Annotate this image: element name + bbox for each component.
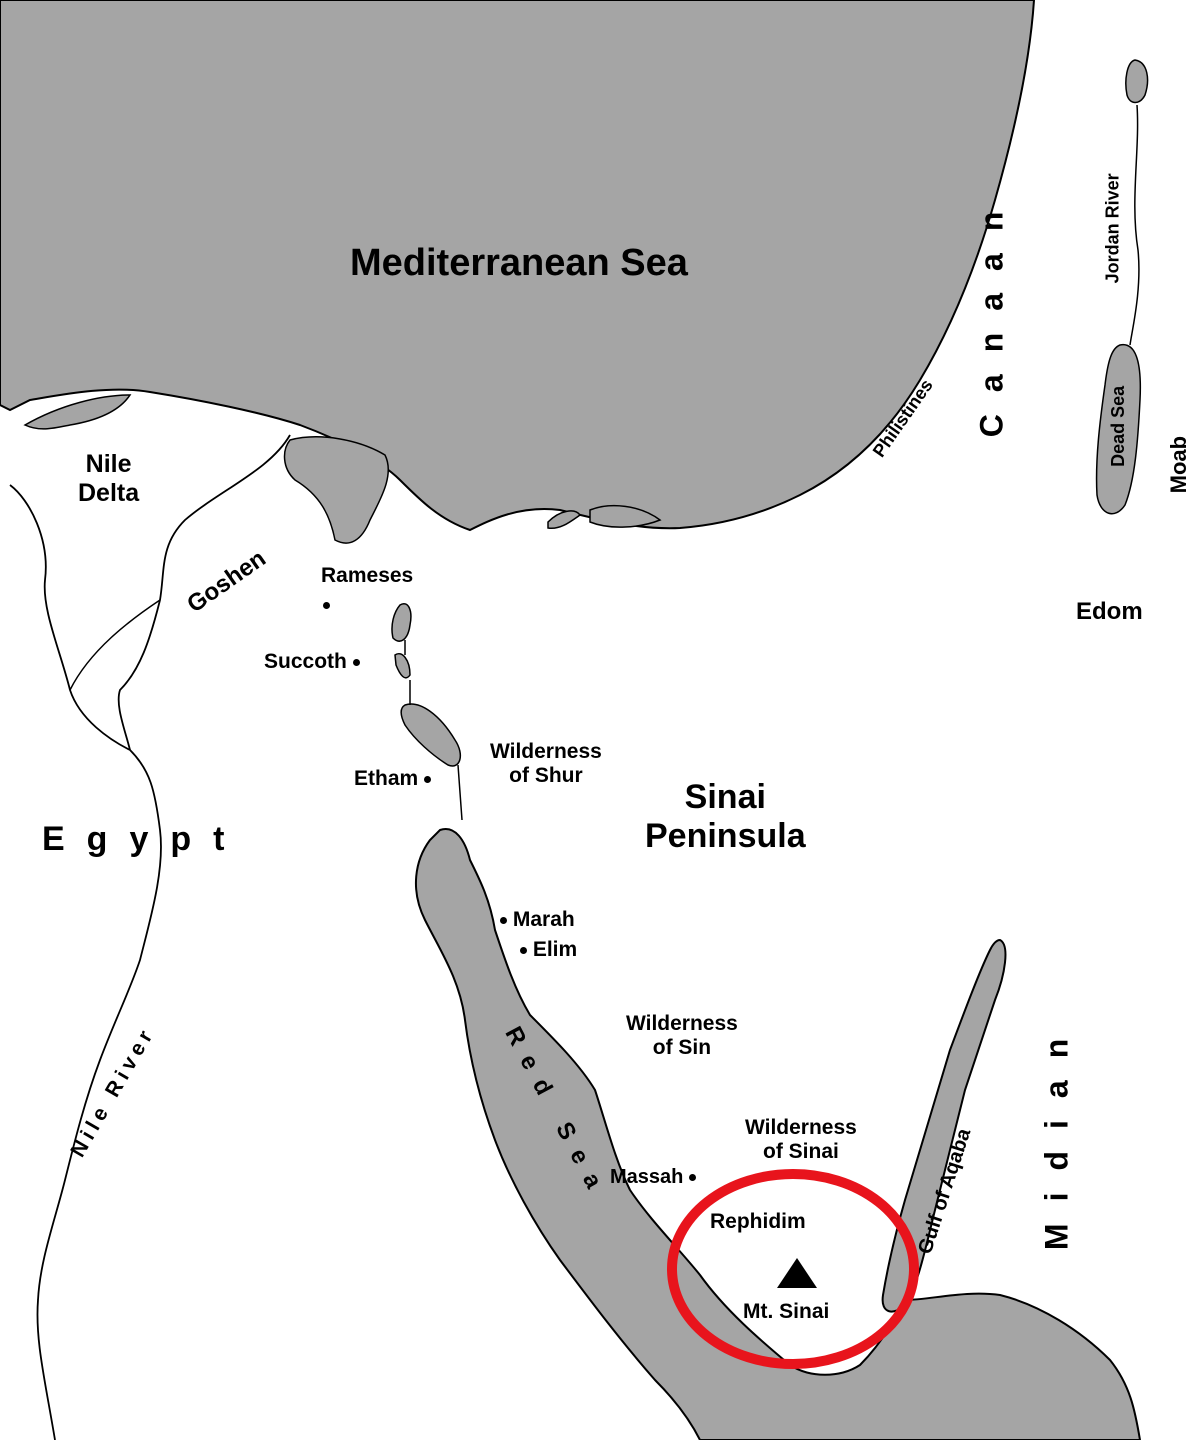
elim-dot xyxy=(520,946,527,954)
bitter-lake-small xyxy=(394,653,411,679)
rameses-label: Rameses xyxy=(321,564,414,587)
gulf-of-aqaba-water xyxy=(881,938,1007,1313)
small-lagoon xyxy=(547,510,582,530)
nile-river-line xyxy=(9,484,162,1440)
succoth-label: Succoth xyxy=(264,650,360,674)
midian-label: Midian xyxy=(1038,1016,1075,1251)
egypt-label: Egypt xyxy=(42,820,247,858)
massah-label: Massah xyxy=(610,1166,696,1189)
great-bitter-lake xyxy=(400,703,462,767)
etham-dot xyxy=(424,775,432,783)
canaan-label: Canaan xyxy=(973,189,1010,438)
suez-canal-line xyxy=(404,640,463,821)
wilderness-of-sin-label: Wilderness of Sin xyxy=(626,1012,738,1060)
nile-branch-mid xyxy=(69,599,161,691)
triangle-mountain-icon xyxy=(777,1258,817,1288)
succoth-dot xyxy=(352,658,360,666)
wilderness-of-sinai-label: Wilderness of Sinai xyxy=(745,1116,857,1164)
rameses-dot xyxy=(323,602,330,609)
lake-timsah xyxy=(391,603,412,642)
red-sea-water xyxy=(414,828,1142,1440)
nile-delta-label: Nile Delta xyxy=(78,450,140,507)
elim-label: Elim xyxy=(520,938,577,962)
jordan-river-line xyxy=(1129,104,1140,346)
marah-label: Marah xyxy=(500,908,575,932)
sea-of-galilee xyxy=(1125,59,1149,104)
jordan-river-label: Jordan River xyxy=(1102,173,1123,284)
marah-dot xyxy=(500,916,507,924)
dead-sea-label: Dead Sea xyxy=(1108,385,1129,467)
massah-dot xyxy=(688,1174,696,1182)
red-circle-highlight xyxy=(667,1169,919,1369)
delta-lake xyxy=(283,436,390,544)
rephidim-label: Rephidim xyxy=(710,1210,806,1233)
edom-label: Edom xyxy=(1076,598,1143,625)
sinai-peninsula-label: Sinai Peninsula xyxy=(645,778,806,856)
dead-sea-water xyxy=(1095,344,1142,515)
mt-sinai-label: Mt. Sinai xyxy=(743,1300,830,1323)
nile-branch-east xyxy=(117,434,291,751)
delta-lagoon xyxy=(23,394,132,430)
moab-label: Moab xyxy=(1166,435,1192,494)
etham-label: Etham xyxy=(354,767,432,791)
wilderness-of-shur-label: Wilderness of Shur xyxy=(490,740,602,788)
bardawil-lagoon xyxy=(589,504,662,528)
mediterranean-sea-label: Mediterranean Sea xyxy=(350,242,688,284)
